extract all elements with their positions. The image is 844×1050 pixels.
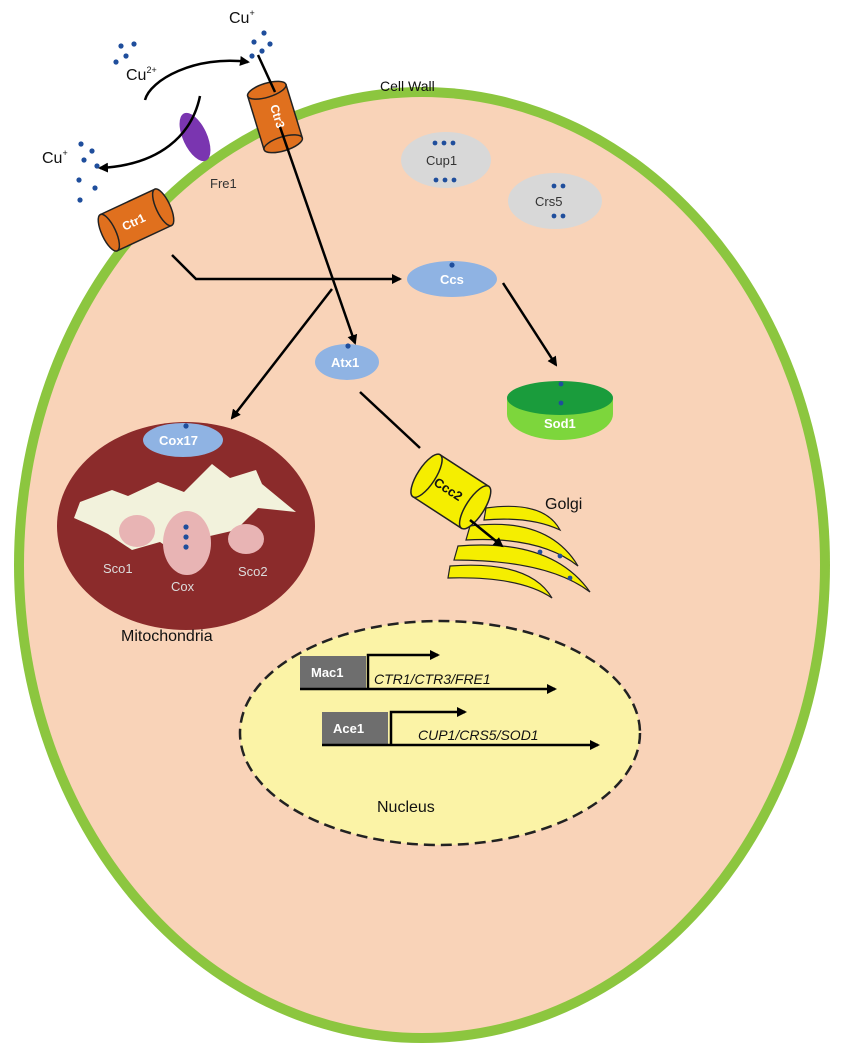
copper-ion xyxy=(441,140,447,146)
ctr3-label: Ctr3 xyxy=(267,103,288,130)
copper-ion xyxy=(432,140,438,146)
sco2-protein xyxy=(228,524,264,554)
copper-ion xyxy=(345,343,351,349)
cup-genes-label: CUP1/CRS5/SOD1 xyxy=(418,727,539,743)
copper-ion xyxy=(442,177,448,183)
cell-wall-label: Cell Wall xyxy=(380,78,435,94)
mac1-box xyxy=(300,656,366,688)
copper-ion xyxy=(558,400,564,406)
copper-ion xyxy=(560,183,566,189)
cup1-protein xyxy=(401,132,491,188)
cox17-label: Cox17 xyxy=(159,433,198,448)
mitochondria-label: Mitochondria xyxy=(121,628,213,645)
copper-ions-top xyxy=(249,30,273,59)
cox-label: Cox xyxy=(171,579,195,594)
sco1-label: Sco1 xyxy=(103,561,133,576)
ccs-chaperone xyxy=(407,261,497,297)
golgi-label: Golgi xyxy=(545,496,582,513)
crs5-protein xyxy=(508,173,602,229)
cox-protein xyxy=(163,511,211,575)
ccs-label: Ccs xyxy=(440,272,464,287)
ccc2-to-golgi-arrow xyxy=(469,519,504,548)
ctr3-to-atx1-arrow xyxy=(278,126,358,345)
ccs-to-sod1-arrow xyxy=(501,282,558,367)
copper-ion xyxy=(551,183,557,189)
ctr-genes-label: CTR1/CTR3/FRE1 xyxy=(374,671,491,687)
copper-ion xyxy=(451,177,457,183)
sco2-label: Sco2 xyxy=(238,564,268,579)
mac1-label: Mac1 xyxy=(311,665,344,680)
cu-plus-top-label: Cu+ xyxy=(229,8,255,27)
copper-ion xyxy=(433,177,439,183)
ace1-label: Ace1 xyxy=(333,721,364,736)
copper-ion xyxy=(183,534,189,540)
cup1-label: Cup1 xyxy=(426,153,457,168)
ctr1-transporter: Ctr1 xyxy=(97,188,175,252)
copper-ion xyxy=(449,262,455,268)
ctr3-entry-line xyxy=(256,54,277,93)
sod1-top xyxy=(507,381,613,415)
fre1-label: Fre1 xyxy=(210,176,237,191)
mac1-promoter-arrow xyxy=(366,650,440,688)
atx1-label: Atx1 xyxy=(331,355,359,370)
copper-ion xyxy=(450,140,456,146)
cu2-plus-label: Cu2+ xyxy=(126,65,157,84)
copper-ions-left xyxy=(76,141,100,203)
sod1-label: Sod1 xyxy=(544,416,576,431)
atx1-chaperone xyxy=(315,344,379,380)
copper-ion xyxy=(183,544,189,550)
copper-ion xyxy=(183,423,189,429)
ctr3-transporter xyxy=(246,80,304,154)
ccc2-transporter: Ccc2 xyxy=(410,453,492,530)
sco1-protein xyxy=(119,515,155,547)
ctr1-to-ccs-arrow xyxy=(171,254,402,284)
ace1-box xyxy=(322,712,388,744)
cox17-chaperone xyxy=(143,423,223,457)
cu-plus-left-label: Cu+ xyxy=(42,148,68,167)
copper-ion xyxy=(560,213,566,219)
reduction-arrow-lower xyxy=(98,95,202,173)
cytoplasm xyxy=(24,97,820,1033)
ace1-promoter-arrow xyxy=(389,707,467,744)
nucleus-label: Nucleus xyxy=(377,799,435,816)
copper-ion xyxy=(551,213,557,219)
copper-ion xyxy=(183,524,189,530)
copper-ion xyxy=(558,381,564,387)
copper-ions-cu2 xyxy=(113,41,137,65)
atx1-to-ccc2-line xyxy=(359,391,421,449)
crs5-label: Crs5 xyxy=(535,194,562,209)
reduction-arrow-upper xyxy=(143,55,250,101)
to-cox17-arrow xyxy=(230,288,333,420)
